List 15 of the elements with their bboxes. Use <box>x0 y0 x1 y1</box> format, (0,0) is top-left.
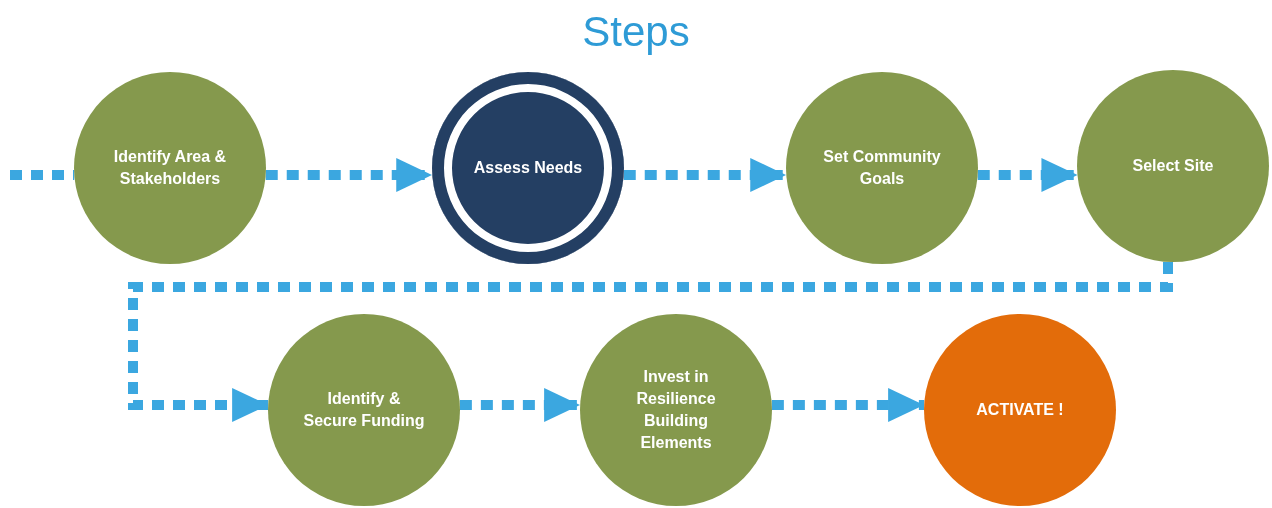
dotted-arrow <box>128 262 1173 422</box>
step-label: Invest in Resilience Building Elements <box>635 367 717 453</box>
dotted-arrow <box>623 158 787 192</box>
dotted-line <box>10 170 75 180</box>
diagram-title: Steps <box>582 8 690 55</box>
step-label: Assess Needs <box>473 158 583 178</box>
step-label: Select Site <box>1132 156 1214 176</box>
step-label: Identify & Secure Funding <box>302 389 426 431</box>
step-label: ACTIVATE ! <box>976 400 1064 420</box>
step-label: Set Community Goals <box>822 147 942 189</box>
step-label: Identify Area & Stakeholders <box>112 147 228 189</box>
dotted-arrow <box>771 388 925 422</box>
dotted-arrow <box>459 388 581 422</box>
dotted-arrow <box>265 158 433 192</box>
dotted-arrow <box>977 158 1078 192</box>
